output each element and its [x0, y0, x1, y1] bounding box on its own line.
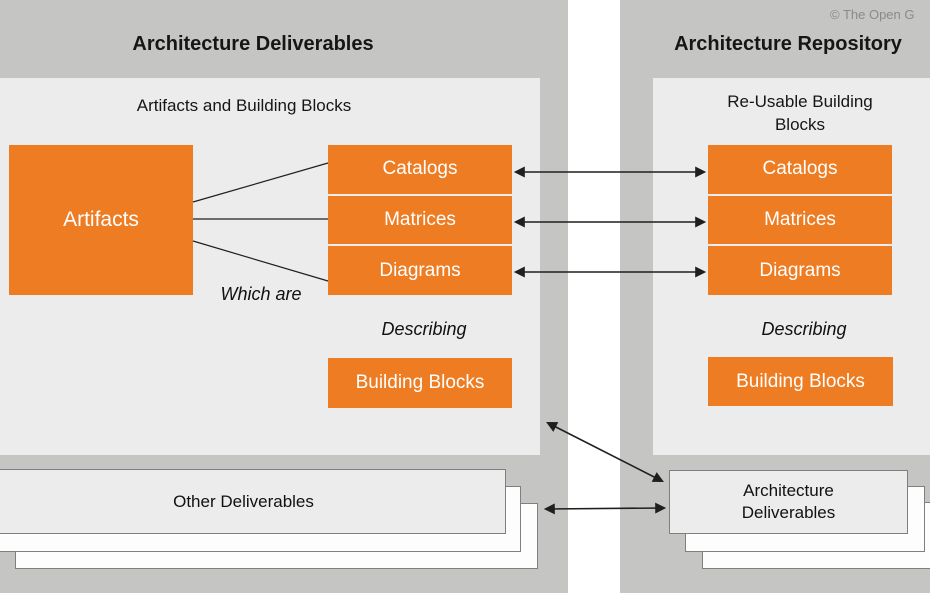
right-diagrams-box: Diagrams — [708, 246, 892, 296]
right-diagrams-label: Diagrams — [759, 259, 841, 281]
right-building-blocks-label: Building Blocks — [736, 370, 865, 392]
right-catalogs-label: Catalogs — [762, 158, 838, 180]
left-describing-label: Describing — [381, 319, 467, 339]
left-matrices-box: Matrices — [328, 195, 512, 245]
right-cmd-stack: Catalogs Matrices Diagrams — [708, 145, 892, 296]
right-catalogs-box: Catalogs — [708, 145, 892, 194]
other-deliverables-box: Other Deliverables — [0, 469, 506, 534]
artifacts-label: Artifacts — [63, 208, 139, 231]
right-matrices-box: Matrices — [708, 195, 892, 245]
left-inner-title: Artifacts and Building Blocks — [136, 96, 352, 115]
other-deliverables-label: Other Deliverables — [173, 491, 314, 511]
architecture-deliverables-stack-box: Architecture Deliverables — [669, 470, 908, 534]
right-inner-title: Re-Usable Building Blocks — [727, 92, 873, 134]
left-diagrams-box: Diagrams — [328, 246, 512, 296]
right-describing-label: Describing — [761, 319, 847, 339]
right-building-blocks-box: Building Blocks — [708, 357, 893, 406]
right-panel-title: Architecture Repository — [674, 33, 902, 55]
left-building-blocks-box: Building Blocks — [328, 358, 512, 408]
artifacts-box: Artifacts — [9, 145, 193, 295]
left-cmd-stack: Catalogs Matrices Diagrams — [328, 145, 512, 296]
left-matrices-label: Matrices — [384, 209, 456, 230]
architecture-deliverables-stack-label: Architecture Deliverables — [741, 481, 836, 522]
right-matrices-label: Matrices — [764, 209, 836, 230]
which-are-label: Which are — [220, 284, 302, 304]
copyright-text: © The Open G — [830, 7, 915, 22]
left-catalogs-box: Catalogs — [328, 145, 512, 194]
left-catalogs-label: Catalogs — [382, 158, 458, 180]
left-building-blocks-label: Building Blocks — [355, 372, 485, 393]
left-diagrams-label: Diagrams — [379, 259, 461, 281]
left-panel-title: Architecture Deliverables — [132, 33, 374, 55]
